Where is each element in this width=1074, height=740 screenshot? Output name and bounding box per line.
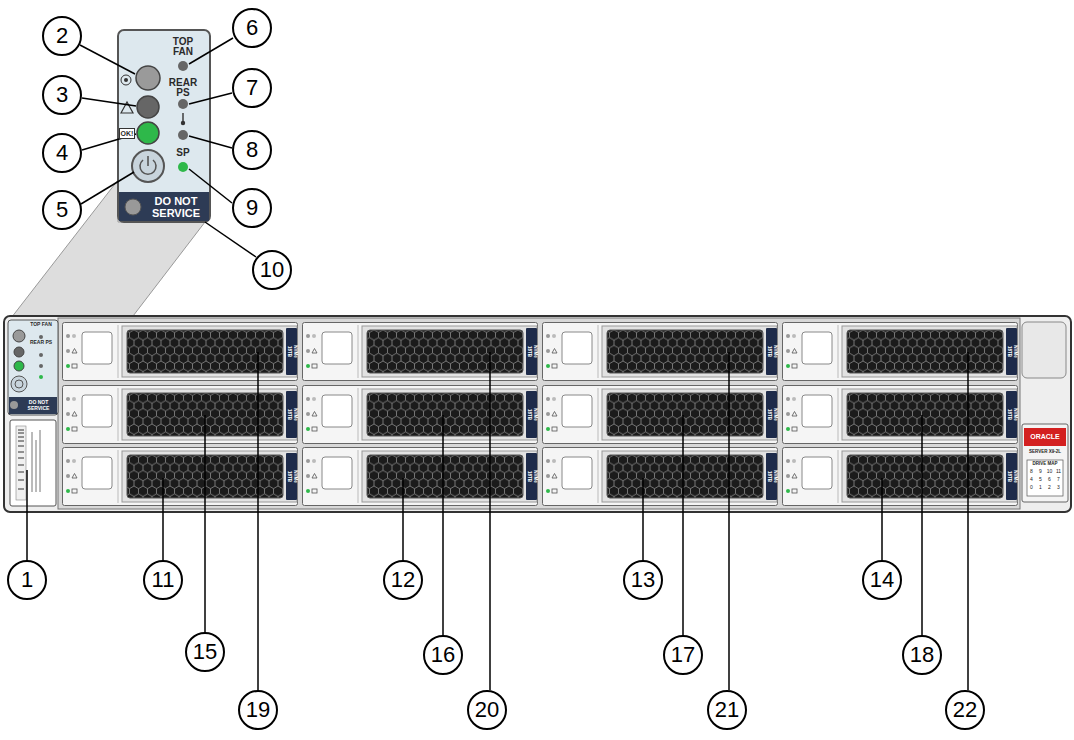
- callout-number: 11: [143, 560, 183, 600]
- drive-capacity-text: NVMe: [1012, 393, 1018, 437]
- drive-label: NVMe18TB: [1006, 455, 1017, 499]
- drive-capacity-text: NVMe: [532, 455, 538, 499]
- drive-capacity-text: 18TB: [526, 330, 532, 374]
- drive-label: NVMe18TB: [286, 330, 297, 374]
- drive-capacity-text: 18TB: [1006, 330, 1012, 374]
- drive-label: NVMe18TB: [526, 330, 537, 374]
- drive-capacity-text: 18TB: [526, 455, 532, 499]
- drive-map-number: 8: [1027, 468, 1036, 475]
- drive-label: NVMe18TB: [1006, 330, 1017, 374]
- callout-number: 17: [663, 635, 703, 675]
- drive-map-title: DRIVE MAP: [1027, 461, 1063, 467]
- drive-map-number: 5: [1036, 476, 1045, 483]
- drive-map-number: 1: [1036, 484, 1045, 491]
- drive-map-number: 7: [1054, 476, 1063, 483]
- callout-number: 14: [862, 560, 902, 600]
- drive-label: NVMe18TB: [766, 455, 777, 499]
- drive-label: NVMe18TB: [526, 455, 537, 499]
- callout-number: 16: [423, 635, 463, 675]
- drive-capacity-text: 18TB: [526, 393, 532, 437]
- drive-label: NVMe18TB: [1006, 393, 1017, 437]
- drive-map-number: 9: [1036, 468, 1045, 475]
- drive-map-number: 11: [1054, 468, 1063, 475]
- callout-number: 21: [707, 690, 747, 730]
- drive-capacity-text: NVMe: [292, 330, 298, 374]
- drive-capacity-text: 18TB: [1006, 455, 1012, 499]
- drive-label: NVMe18TB: [766, 330, 777, 374]
- drive-capacity-text: NVMe: [1012, 330, 1018, 374]
- callout-number: 12: [383, 560, 423, 600]
- callout-number: 6: [232, 8, 272, 48]
- callout-number: 3: [42, 75, 82, 115]
- drive-capacity-text: NVMe: [772, 455, 778, 499]
- callout-number: 22: [945, 690, 985, 730]
- drive-capacity-text: 18TB: [1006, 393, 1012, 437]
- drive-capacity-text: 18TB: [766, 455, 772, 499]
- drive-capacity-text: NVMe: [532, 330, 538, 374]
- panel-label: OK!: [119, 128, 135, 139]
- drive-capacity-text: NVMe: [1012, 455, 1018, 499]
- drive-label: NVMe18TB: [286, 393, 297, 437]
- drive-label: NVMe18TB: [526, 393, 537, 437]
- panel-label: TOP FAN: [166, 37, 200, 57]
- drive-map-number: 4: [1027, 476, 1036, 483]
- drive-map-number: 2: [1045, 484, 1054, 491]
- drive-label: NVMe18TB: [766, 393, 777, 437]
- drive-capacity-text: 18TB: [286, 393, 292, 437]
- drive-map-number: 0: [1027, 484, 1036, 491]
- panel-label: SP: [168, 148, 198, 158]
- drive-capacity-text: NVMe: [772, 330, 778, 374]
- callout-number: 4: [42, 133, 82, 173]
- callout-number: 20: [467, 690, 507, 730]
- callout-number: 19: [238, 690, 278, 730]
- drive-capacity-text: 18TB: [286, 330, 292, 374]
- callout-number: 2: [42, 16, 82, 56]
- callout-number: 7: [232, 68, 272, 108]
- panel-label: TOP FAN: [29, 322, 53, 328]
- callout-number: 18: [902, 635, 942, 675]
- model-text: SERVER X9-2L: [1022, 449, 1068, 455]
- callout-number: 8: [232, 130, 272, 170]
- panel-label: REAR PS: [29, 340, 53, 346]
- panel-label: REAR PS: [165, 78, 201, 98]
- drive-map-number: 6: [1045, 476, 1054, 483]
- drive-map-number: 10: [1045, 468, 1054, 475]
- drive-map-number: 3: [1054, 484, 1063, 491]
- callout-number: 5: [42, 190, 82, 230]
- brand-text: ORACLE: [1024, 432, 1066, 442]
- callout-number: 10: [252, 250, 292, 290]
- callout-number: 9: [232, 188, 272, 228]
- drive-capacity-text: NVMe: [292, 455, 298, 499]
- callout-number: 15: [185, 632, 225, 672]
- drive-capacity-text: 18TB: [766, 330, 772, 374]
- callout-number: 13: [623, 560, 663, 600]
- callout-number: 1: [7, 560, 47, 600]
- drive-capacity-text: 18TB: [766, 393, 772, 437]
- drive-capacity-text: NVMe: [292, 393, 298, 437]
- drive-capacity-text: NVMe: [532, 393, 538, 437]
- drive-capacity-text: NVMe: [772, 393, 778, 437]
- panel-label: DO NOT SERVICE: [20, 399, 57, 411]
- drive-capacity-text: 18TB: [286, 455, 292, 499]
- panel-label: DO NOT SERVICE: [144, 195, 208, 219]
- drive-label: NVMe18TB: [286, 455, 297, 499]
